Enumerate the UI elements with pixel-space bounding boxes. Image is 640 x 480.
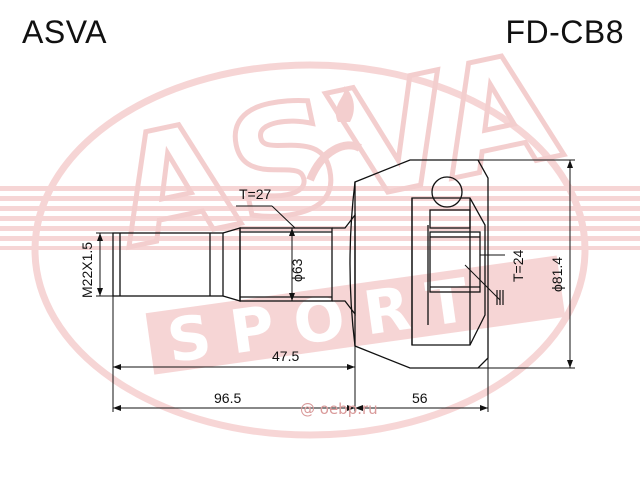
- ball-cage: [429, 209, 471, 229]
- watermark-sport-text: SPORT: [163, 263, 492, 377]
- watermark-site: @ oebp.ru: [300, 400, 378, 418]
- dimension-lines: [96, 159, 575, 412]
- label-thread: M22X1.5: [79, 242, 95, 298]
- label-teeth-outer: T=27: [239, 186, 272, 202]
- label-cup-diameter: ϕ81.4: [549, 257, 565, 292]
- spline-section: [239, 227, 333, 302]
- label-outer-diameter: ϕ63: [289, 258, 305, 282]
- label-length-cup: 56: [412, 390, 428, 406]
- inner-spline: [429, 231, 481, 293]
- label-length-total: 96.5: [214, 390, 241, 406]
- watermark-logo: ASVA SPORT: [0, 17, 640, 439]
- part-number: FD-CB8: [505, 14, 624, 50]
- part-outline: [112, 159, 489, 369]
- arrowheads: [97, 160, 573, 411]
- watermark-flame: [335, 86, 354, 122]
- watermark-ellipse: [31, 61, 589, 439]
- label-length-shaft: 47.5: [272, 348, 299, 364]
- brand-title: ASVA: [22, 14, 107, 50]
- watermark-swirl: [306, 141, 362, 182]
- ball: [431, 176, 463, 208]
- threaded-end: [112, 232, 224, 297]
- label-teeth-inner: T=24: [510, 249, 526, 282]
- abs-ring-marker: [496, 290, 504, 305]
